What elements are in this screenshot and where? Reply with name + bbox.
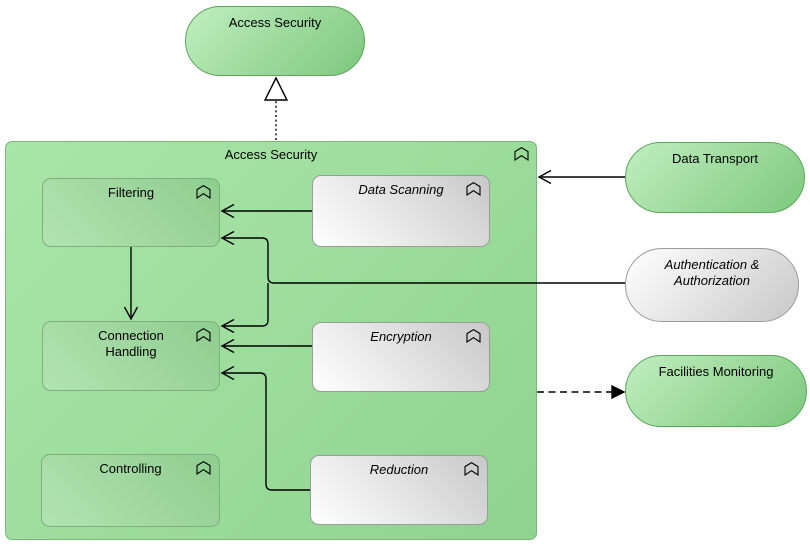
connection-filtering-to-connection-handling[interactable] xyxy=(123,247,139,321)
node-label: Reduction xyxy=(369,462,429,477)
connection-container-to-facilities[interactable] xyxy=(537,384,626,400)
node-label: Connection Handling xyxy=(98,328,164,360)
function-icon xyxy=(196,185,211,200)
node-label: Controlling xyxy=(99,461,162,476)
node-label: Encryption xyxy=(370,329,432,344)
connection-data-transport-to-container[interactable] xyxy=(537,169,625,185)
node-encryption[interactable]: Encryption xyxy=(312,322,490,392)
function-icon xyxy=(464,462,479,477)
node-label: Filtering xyxy=(107,185,155,200)
node-access-security-parent[interactable]: Access Security xyxy=(185,6,365,76)
node-facilities-monitoring[interactable]: Facilities Monitoring xyxy=(625,355,807,427)
node-label: Data Scanning xyxy=(358,182,444,197)
node-data-transport[interactable]: Data Transport xyxy=(625,142,805,213)
node-data-scanning[interactable]: Data Scanning xyxy=(312,175,490,247)
connection-data-scanning-to-filtering[interactable] xyxy=(220,203,312,219)
function-icon xyxy=(514,147,529,162)
connection-realization[interactable] xyxy=(263,76,289,140)
node-label: Authentication & Authorization xyxy=(664,257,760,289)
connection-encryption-to-connection-handling[interactable] xyxy=(220,338,312,354)
connection-reduction-to-connection-handling[interactable] xyxy=(220,365,310,491)
node-connection-handling[interactable]: Connection Handling xyxy=(42,321,220,391)
function-icon xyxy=(196,328,211,343)
node-reduction[interactable]: Reduction xyxy=(310,455,488,525)
node-label: Access Security xyxy=(228,15,322,30)
node-controlling[interactable]: Controlling xyxy=(41,454,220,527)
connection-authentication-fork[interactable] xyxy=(220,230,625,334)
node-authentication-authorization[interactable]: Authentication & Authorization xyxy=(625,248,799,322)
function-icon xyxy=(196,461,211,476)
node-label: Data Transport xyxy=(672,151,758,166)
function-icon xyxy=(466,182,481,197)
node-label: Facilities Monitoring xyxy=(658,364,774,379)
function-icon xyxy=(466,329,481,344)
node-filtering[interactable]: Filtering xyxy=(42,178,220,247)
container-label: Access Security xyxy=(224,147,318,162)
